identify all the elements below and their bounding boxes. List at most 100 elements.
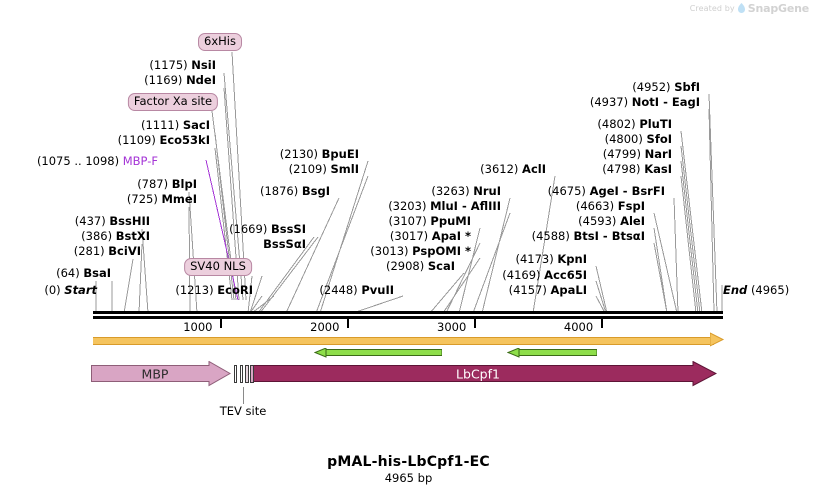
- tev-leader-line: [243, 387, 244, 404]
- ruler-tick-mark: [600, 319, 603, 328]
- site-position: (2130): [279, 147, 319, 161]
- ruler-tick-label-3000: 3000: [437, 320, 467, 334]
- site-position: (3013): [370, 244, 409, 258]
- restriction-site-smli[interactable]: (2109) SmlI: [289, 163, 359, 175]
- site-position: (1175): [149, 58, 188, 72]
- site-name: BpuEI: [321, 147, 359, 161]
- restriction-site-ppumi[interactable]: (3107) PpuMI: [389, 215, 471, 227]
- tev-site-label: TEV site: [219, 404, 267, 418]
- site-name: PvuII: [361, 283, 394, 297]
- restriction-site-noti-eagi[interactable]: (4937) NotI - EagI: [590, 96, 700, 108]
- site-name: BstXI: [115, 229, 150, 243]
- restriction-site-nari[interactable]: (4799) NarI: [603, 148, 672, 160]
- restriction-site-kpni[interactable]: (4173) KpnI: [515, 253, 587, 265]
- restriction-site-acli[interactable]: (3612) AclI: [480, 163, 546, 175]
- site-position: (2109): [288, 162, 327, 176]
- restriction-site-nrui[interactable]: (3263) NruI: [431, 185, 501, 197]
- restriction-site-bcivi[interactable]: (281) BciVI: [74, 245, 141, 257]
- site-position: (4663): [575, 199, 615, 213]
- restriction-site-bsssi[interactable]: (1669) BssSI: [229, 223, 306, 235]
- site-name: BssSI: [270, 222, 306, 236]
- restriction-site-mlui-afliii[interactable]: (3203) MluI - AflIII: [388, 200, 501, 212]
- restriction-site-apali[interactable]: (4157) ApaLI: [509, 284, 587, 296]
- site-name: BtsI - BtsαI: [573, 229, 645, 243]
- feature-badge-sv40-nls[interactable]: SV40 NLS: [184, 258, 252, 276]
- site-name: MluI - AflIII: [430, 199, 501, 213]
- 6xhis-mini[interactable]: [240, 365, 243, 383]
- restriction-site-sbfi[interactable]: (4952) SbfI: [632, 81, 700, 93]
- site-position: (3263): [431, 184, 470, 198]
- restriction-site-pluti[interactable]: (4802) PluTI: [597, 118, 672, 130]
- start-position: (0): [44, 283, 61, 297]
- site-position: (3107): [388, 214, 427, 228]
- site-position: (1876): [259, 184, 299, 198]
- site-position: (1669): [229, 222, 268, 236]
- restriction-site-kasi[interactable]: (4798) KasI: [602, 163, 672, 175]
- restriction-site-acc65i[interactable]: (4169) Acc65I: [502, 269, 587, 281]
- ruler-tick-label-2000: 2000: [310, 320, 340, 334]
- ruler-line-top: [93, 311, 723, 314]
- restriction-site-agei-bsrfi[interactable]: (4675) AgeI - BsrFI: [548, 185, 665, 197]
- site-position: (787): [137, 177, 169, 191]
- site-name: SacI: [182, 118, 210, 132]
- site-name: SmlI: [330, 162, 360, 176]
- feature-badge-factor-xa-site[interactable]: Factor Xa site: [127, 93, 219, 111]
- site-position: (4593): [578, 214, 617, 228]
- end-name: End: [723, 283, 748, 297]
- restriction-site-bsgi[interactable]: (1876) BsgI: [260, 185, 330, 197]
- site-position: (4800): [604, 132, 643, 146]
- site-name: KasI: [644, 162, 672, 176]
- sv40-nls-mini[interactable]: [250, 365, 254, 383]
- orf-arrow-mbp[interactable]: [91, 361, 231, 387]
- restriction-site-bsshii[interactable]: (437) BssHII: [75, 215, 150, 227]
- site-position: (4169): [502, 268, 541, 282]
- restriction-site-scai[interactable]: (2908) ScaI: [386, 260, 455, 272]
- snapgene-watermark: Created by SnapGene: [690, 2, 809, 15]
- restriction-site-fspi[interactable]: (4663) FspI: [576, 200, 645, 212]
- site-position: (3612): [480, 162, 519, 176]
- restriction-site-sfoi[interactable]: (4800) SfoI: [605, 133, 672, 145]
- feature-badge-6xhis[interactable]: 6xHis: [198, 33, 242, 51]
- restriction-site-ndei[interactable]: (1169) NdeI: [144, 74, 216, 86]
- site-position: (386): [81, 229, 113, 243]
- site-name: BciVI: [108, 244, 141, 258]
- site-name: ApaI *: [431, 229, 471, 243]
- snapgene-logo-icon: [737, 2, 745, 15]
- watermark-brand-label: SnapGene: [747, 2, 809, 15]
- site-name: Acc65I: [544, 268, 587, 282]
- ruler-tick-mark: [473, 319, 476, 328]
- restriction-site-eco53ki[interactable]: (1109) Eco53kI: [118, 134, 210, 146]
- site-position: (4937): [589, 95, 629, 109]
- restriction-site-apai-[interactable]: (3017) ApaI *: [390, 230, 471, 242]
- ruler-line-bottom: [93, 316, 723, 319]
- restriction-site-bsss-i[interactable]: BssSαI: [263, 238, 306, 250]
- factor-xa-mini[interactable]: [234, 365, 237, 383]
- site-position: (4798): [602, 162, 641, 176]
- restriction-site-pspomi-[interactable]: (3013) PspOMI *: [370, 245, 471, 257]
- site-name: NsiI: [191, 58, 216, 72]
- restriction-site-blpi[interactable]: (787) BlpI: [137, 178, 197, 190]
- tev-mini[interactable]: [245, 365, 249, 383]
- restriction-site-bstxi[interactable]: (386) BstXI: [81, 230, 150, 242]
- restriction-site-pvuii[interactable]: (2448) PvuII: [319, 284, 394, 296]
- restriction-site-ecori[interactable]: (1213) EcoRI: [175, 284, 253, 296]
- orf-arrow-lbcpf1[interactable]: [253, 361, 717, 387]
- watermark-created-by-label: Created by: [689, 4, 735, 13]
- label-end: End (4965): [723, 284, 789, 296]
- ruler-tick-mark: [346, 319, 349, 328]
- site-name: BssHII: [109, 214, 150, 228]
- site-name: NarI: [644, 147, 672, 161]
- restriction-site-bpuei[interactable]: (2130) BpuEI: [280, 148, 359, 160]
- restriction-site-alei[interactable]: (4593) AleI: [578, 215, 645, 227]
- site-position: (281): [73, 244, 105, 258]
- restriction-site-bsai[interactable]: (64) BsaI: [56, 267, 111, 279]
- restriction-site-saci[interactable]: (1111) SacI: [141, 119, 210, 131]
- ruler-tick-mark: [219, 319, 222, 328]
- site-name: SbfI: [674, 80, 700, 94]
- site-position: (1109): [117, 133, 156, 147]
- restriction-site-mmei[interactable]: (725) MmeI: [127, 193, 197, 205]
- restriction-site-btsi-bts-i[interactable]: (4588) BtsI - BtsαI: [532, 230, 645, 242]
- restriction-site-nsii[interactable]: (1175) NsiI: [149, 59, 216, 71]
- site-position: (4799): [602, 147, 641, 161]
- primer-label-mbp-f[interactable]: (1075 .. 1098) MBP-F: [37, 155, 158, 167]
